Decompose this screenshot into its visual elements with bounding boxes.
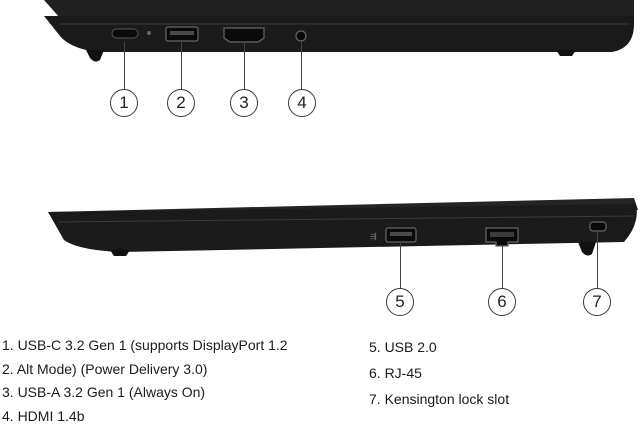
laptop-right-side-view: ⇶ <box>0 196 640 266</box>
laptop-left-side-view <box>0 0 640 70</box>
leader-line <box>181 42 182 90</box>
legend-item-7: 7. Kensington lock slot <box>369 386 509 412</box>
callout-6: 6 <box>488 288 516 316</box>
callout-1: 1 <box>110 89 138 117</box>
leader-line <box>400 242 401 289</box>
usb-symbol-icon: ⇶ <box>370 232 377 241</box>
callout-2: 2 <box>167 89 195 117</box>
callout-3: 3 <box>230 89 258 117</box>
callout-7: 7 <box>583 288 611 316</box>
audio-jack <box>296 31 306 41</box>
legend-item-6: 6. RJ-45 <box>369 360 509 386</box>
leader-line <box>597 231 598 289</box>
leader-line <box>124 42 125 90</box>
callout-5: 5 <box>386 288 414 316</box>
leader-line <box>301 42 302 90</box>
status-led-icon <box>147 31 151 35</box>
legend-left: 1. USB-C 3.2 Gen 1 (supports DisplayPort… <box>2 334 288 428</box>
kensington-slot <box>590 222 606 231</box>
usb-c-port <box>112 29 138 38</box>
legend-item-4: 4. HDMI 1.4b <box>2 405 288 428</box>
legend-item-3: 3. USB-A 3.2 Gen 1 (Always On) <box>2 381 288 405</box>
legend-right: 5. USB 2.0 6. RJ-45 7. Kensington lock s… <box>369 334 509 412</box>
leader-line <box>502 246 503 289</box>
leader-line <box>244 42 245 90</box>
legend-item-1: 1. USB-C 3.2 Gen 1 (supports DisplayPort… <box>2 334 288 358</box>
legend-item-5: 5. USB 2.0 <box>369 334 509 360</box>
legend-item-2: 2. Alt Mode) (Power Delivery 3.0) <box>2 358 288 382</box>
callout-4: 4 <box>288 89 316 117</box>
hdmi-port <box>224 28 264 42</box>
